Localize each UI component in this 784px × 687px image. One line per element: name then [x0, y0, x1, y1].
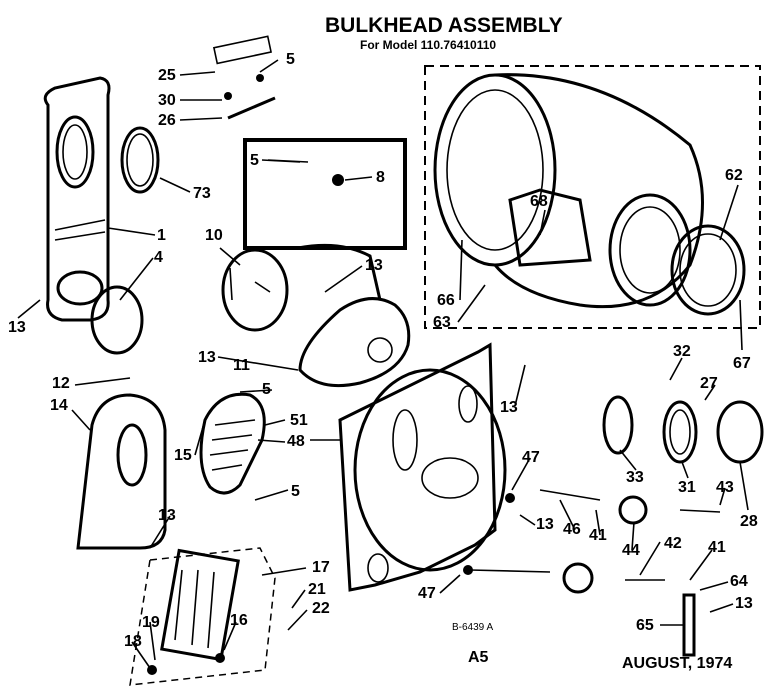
- callout-label: 10: [205, 227, 223, 244]
- callout-label: 41: [708, 539, 726, 556]
- callout-label: 25: [158, 67, 176, 84]
- leader-lines: [17, 59, 749, 669]
- drawing-date: AUGUST, 1974: [622, 655, 732, 672]
- callout-label: 31: [678, 479, 696, 496]
- callout-label: 16: [230, 612, 248, 629]
- callout-label: 14: [50, 397, 68, 414]
- callout-label: 1: [157, 227, 166, 244]
- bulkhead-part: [338, 342, 507, 592]
- callout-label: 44: [622, 542, 640, 559]
- callout-label: 5: [291, 483, 300, 500]
- callout-label: 63: [433, 314, 451, 331]
- blower-wheel-part: [221, 248, 289, 332]
- callout-label: 13: [8, 319, 26, 336]
- drum-part: [433, 73, 704, 309]
- callout-label: 13: [158, 507, 176, 524]
- roller-part: [602, 395, 634, 455]
- callout-label: 66: [437, 292, 455, 309]
- callout-label: 28: [740, 513, 758, 530]
- callout-label: 26: [158, 112, 176, 129]
- callout-label: 65: [636, 617, 654, 634]
- roller-wheel-part: [618, 495, 648, 525]
- idler-pulley-part: [662, 400, 698, 464]
- callout-label: 30: [158, 92, 176, 109]
- callout-label: 17: [312, 559, 330, 576]
- callout-label: 41: [589, 527, 607, 544]
- callout-label: 19: [142, 614, 160, 631]
- door-seal-part: [120, 126, 160, 194]
- callout-label: 21: [308, 581, 326, 598]
- callout-label: 13: [500, 399, 518, 416]
- callout-label: 33: [626, 469, 644, 486]
- callout-label: 13: [365, 257, 383, 274]
- page-number: A5: [468, 649, 489, 666]
- diagram-title: BULKHEAD ASSEMBLY: [325, 14, 563, 37]
- control-panel-box: [243, 138, 407, 250]
- exhaust-duct-part: [297, 243, 411, 388]
- callout-label: 46: [563, 521, 581, 538]
- front-panel-part: [43, 76, 111, 322]
- callout-label: 68: [530, 193, 548, 210]
- callout-label: 13: [198, 349, 216, 366]
- callout-label: 43: [716, 479, 734, 496]
- support-bar-part: [682, 593, 696, 657]
- diagram-subtitle: For Model 110.76410110: [360, 38, 496, 52]
- callout-label: 18: [124, 633, 142, 650]
- callout-labels: 25 5 30 26 73 1 4 13 5 8 10 13 68 62 66 …: [8, 51, 758, 650]
- callout-label: 64: [730, 573, 748, 590]
- callout-label: 62: [725, 167, 743, 184]
- callout-label: 8: [376, 169, 385, 186]
- callout-label: 73: [193, 185, 211, 202]
- callout-label: 22: [312, 600, 330, 617]
- callout-label: 15: [174, 447, 192, 464]
- callout-label: 5: [286, 51, 295, 68]
- callout-label: 4: [154, 249, 163, 266]
- callout-label: 12: [52, 375, 70, 392]
- drawing-code: B-6439 A: [452, 622, 493, 633]
- lint-duct-part: [76, 393, 167, 550]
- callout-label: 32: [673, 343, 691, 360]
- callout-label: 13: [735, 595, 753, 612]
- door-glass-part: [90, 285, 144, 355]
- callout-label: 47: [522, 449, 540, 466]
- drum-assembly-box: [424, 65, 761, 329]
- callout-label: 48: [287, 433, 305, 450]
- bracket-part: [227, 96, 276, 120]
- callout-label: 5: [262, 381, 271, 398]
- drum-seal-part: [670, 224, 746, 316]
- callout-label: 47: [418, 585, 436, 602]
- callout-label: 51: [290, 412, 308, 429]
- callout-label: 67: [733, 355, 751, 372]
- cover-plate-part: [716, 400, 764, 464]
- roller-wheel-part-2: [562, 562, 594, 594]
- callout-label: 42: [664, 535, 682, 552]
- callout-label: 13: [536, 516, 554, 533]
- callout-label: 27: [700, 375, 718, 392]
- strip-part: [212, 35, 273, 65]
- callout-label: 5: [250, 152, 259, 169]
- lint-screen-part: [199, 392, 266, 495]
